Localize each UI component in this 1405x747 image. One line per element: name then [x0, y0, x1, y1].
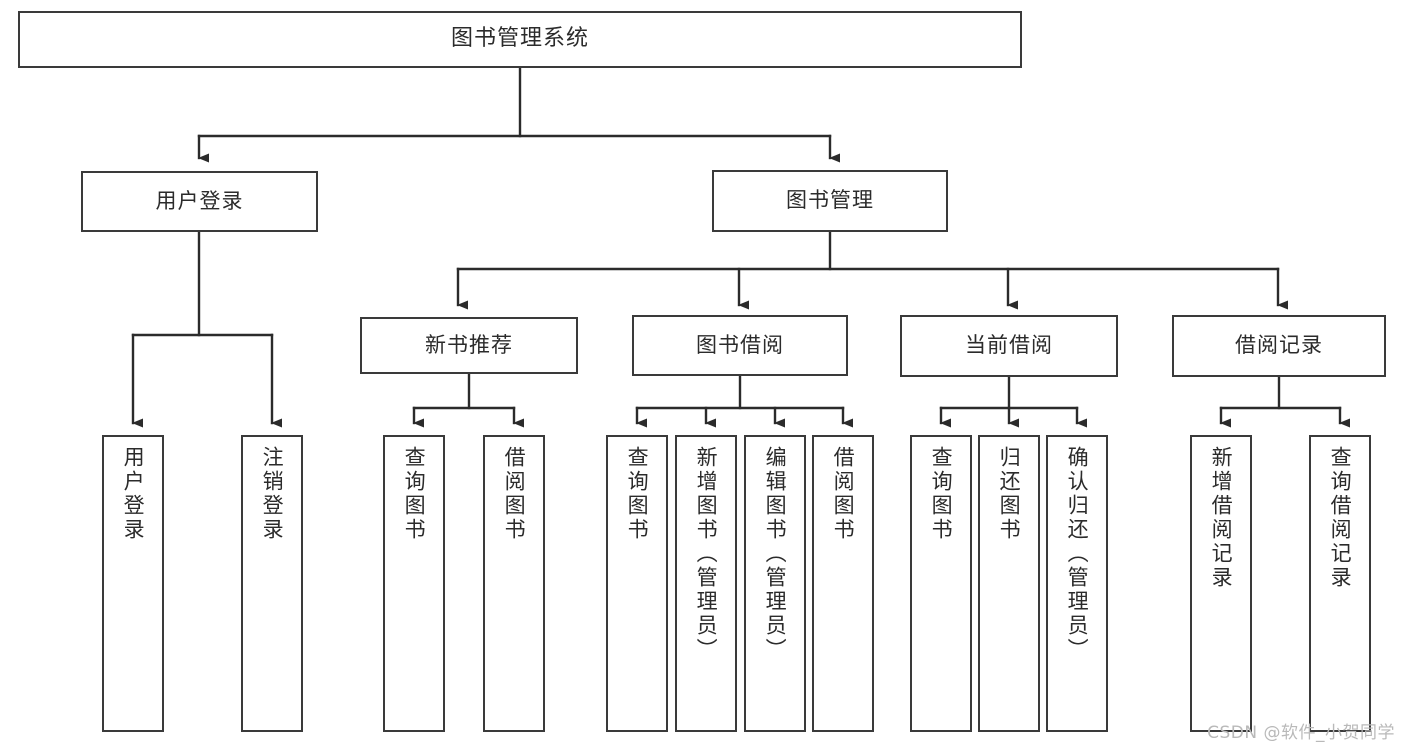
- node-label: 查询图书: [929, 446, 954, 542]
- node-label: 确认归还（管理员）: [1065, 446, 1090, 662]
- leaf-query-book-current[interactable]: 查询图书: [910, 435, 972, 732]
- node-label: 查询图书: [625, 446, 650, 542]
- leaf-add-borrow-record[interactable]: 新增借阅记录: [1190, 435, 1252, 732]
- node-current-borrowing[interactable]: 当前借阅: [900, 315, 1118, 377]
- node-label: 新增图书（管理员）: [694, 446, 719, 662]
- leaf-edit-book-admin[interactable]: 编辑图书（管理员）: [744, 435, 806, 732]
- leaf-add-book-admin[interactable]: 新增图书（管理员）: [675, 435, 737, 732]
- node-new-book-recommendation[interactable]: 新书推荐: [360, 317, 578, 374]
- leaf-borrow-book[interactable]: 借阅图书: [812, 435, 874, 732]
- node-label: 查询图书: [402, 446, 427, 542]
- node-label: 借阅记录: [1235, 333, 1323, 358]
- leaf-user-login[interactable]: 用户登录: [102, 435, 164, 732]
- leaf-confirm-return-admin[interactable]: 确认归还（管理员）: [1046, 435, 1108, 732]
- node-label: 归还图书: [997, 446, 1022, 542]
- node-label: 用户登录: [121, 446, 146, 542]
- node-label: 图书管理系统: [450, 26, 589, 52]
- leaf-query-book-recommend[interactable]: 查询图书: [383, 435, 445, 732]
- node-root-book-management-system[interactable]: 图书管理系统: [18, 11, 1022, 68]
- node-label: 借阅图书: [831, 446, 856, 542]
- node-label: 编辑图书（管理员）: [763, 446, 788, 662]
- node-book-management[interactable]: 图书管理: [712, 170, 948, 232]
- node-label: 用户登录: [155, 188, 244, 213]
- leaf-borrow-book-recommend[interactable]: 借阅图书: [483, 435, 545, 732]
- leaf-return-book[interactable]: 归还图书: [978, 435, 1040, 732]
- node-label: 图书借阅: [696, 332, 784, 357]
- node-borrowing-record[interactable]: 借阅记录: [1172, 315, 1386, 377]
- node-label: 新书推荐: [425, 332, 513, 357]
- node-user-login[interactable]: 用户登录: [81, 171, 318, 232]
- node-label: 借阅图书: [502, 446, 527, 542]
- node-label: 当前借阅: [965, 333, 1053, 358]
- node-label: 图书管理: [786, 188, 874, 213]
- leaf-logout[interactable]: 注销登录: [241, 435, 303, 732]
- leaf-query-borrow-record[interactable]: 查询借阅记录: [1309, 435, 1371, 732]
- node-label: 新增借阅记录: [1209, 446, 1234, 590]
- node-label: 查询借阅记录: [1328, 446, 1353, 590]
- leaf-query-book-borrow[interactable]: 查询图书: [606, 435, 668, 732]
- node-book-borrowing[interactable]: 图书借阅: [632, 315, 848, 376]
- node-label: 注销登录: [260, 446, 285, 542]
